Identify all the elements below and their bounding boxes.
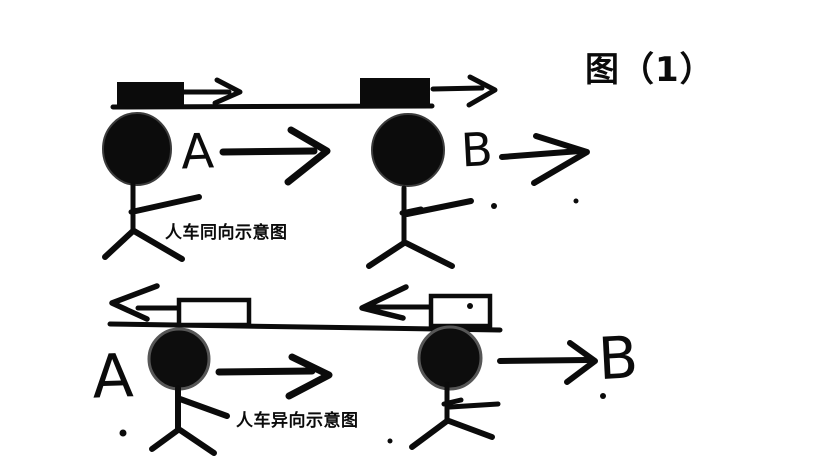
- ink-dot: [573, 198, 579, 204]
- ink-dot: [467, 303, 473, 309]
- car-right-bottom-arrow-icon: [359, 284, 434, 321]
- person-a-top-head: [102, 112, 172, 186]
- person-a-bottom-figure: [147, 327, 230, 456]
- car-left-top-arrow-icon: [181, 77, 243, 106]
- arrow-person-b-bottom-icon: [497, 340, 598, 385]
- point-a-bottom-label: A: [91, 341, 134, 412]
- caption-same-direction: 人车同向示意图: [165, 222, 288, 243]
- car-right-bottom-icon: [428, 293, 493, 329]
- person-b-bottom-figure: [409, 325, 501, 450]
- person-b-top-figure: [366, 113, 474, 269]
- point-a-top-label: A: [180, 123, 215, 180]
- ink-dot: [387, 438, 393, 444]
- same-direction-diagram: A B 人车同向示意图: [102, 74, 590, 269]
- arrow-person-a-bottom-icon: [215, 353, 333, 400]
- road-line-bottom: [107, 321, 503, 333]
- figure-title: 图（1）: [585, 50, 715, 90]
- point-b-bottom-label: B: [596, 323, 639, 393]
- car-right-top-icon: [360, 78, 430, 105]
- ink-dot: [491, 203, 497, 209]
- car-left-bottom-arrow-icon: [109, 283, 187, 322]
- road-line-top: [110, 103, 435, 110]
- person-a-bottom-head: [147, 327, 211, 391]
- person-b-bottom-head: [417, 325, 483, 391]
- car-left-top-icon: [117, 82, 184, 105]
- car-right-top-arrow-icon: [430, 74, 498, 108]
- ink-dot: [119, 429, 127, 437]
- arrow-b-right-top-icon: [499, 133, 590, 186]
- car-left-bottom-icon: [176, 297, 252, 328]
- ink-dot: [600, 393, 606, 399]
- caption-opposite-direction: 人车异向示意图: [236, 410, 359, 431]
- person-a-top-figure: [102, 112, 202, 262]
- opposite-direction-diagram: A B: [91, 283, 640, 456]
- arrow-a-to-b-top-icon: [219, 126, 331, 186]
- person-b-top-head: [371, 113, 445, 187]
- point-b-top-label: B: [460, 122, 494, 178]
